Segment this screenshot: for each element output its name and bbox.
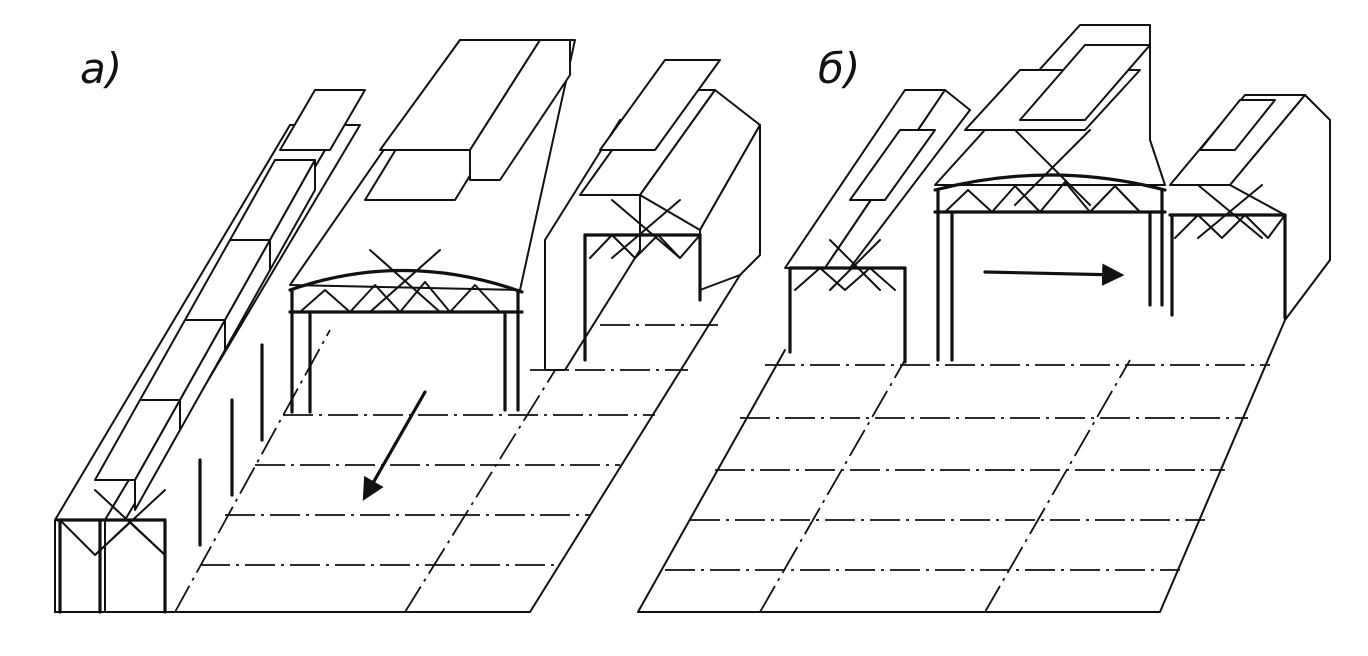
- panel-a-building: [54, 39, 761, 614]
- panel-b-left-bay: [784, 89, 971, 364]
- panel-label-b: б): [818, 44, 861, 93]
- panel-label-a: а): [80, 44, 123, 93]
- panel-b-right-bay: [1168, 94, 1331, 321]
- panel-a-direction-arrow: [362, 390, 427, 501]
- panel-b-building: [637, 24, 1331, 613]
- panel-a-right-bay: [579, 59, 761, 362]
- panel-a-left-bay: [54, 89, 366, 614]
- panel-b-direction-arrow: [983, 263, 1125, 286]
- panel-b-main-span: [933, 24, 1167, 362]
- panel-b-floor-grid: [637, 319, 1286, 613]
